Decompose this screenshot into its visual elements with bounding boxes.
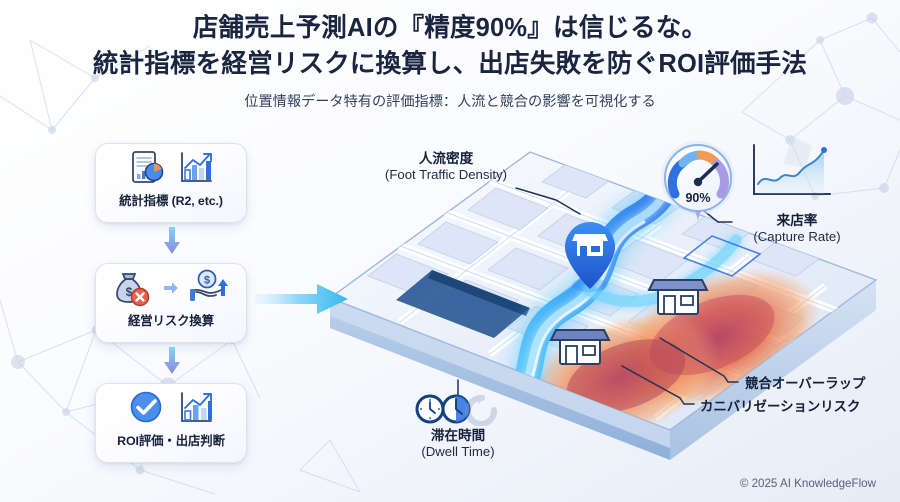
- label-jp: 人流密度: [418, 151, 474, 166]
- clock-refresh-icon: [465, 394, 498, 426]
- page-title-line-1: 店舗売上予測AIの『精度90%』は信じるな。: [192, 14, 708, 42]
- isometric-map-illustration: [328, 151, 878, 460]
- arrow-down-icon: [164, 347, 180, 374]
- store-icon: [647, 279, 709, 315]
- store-icon: [549, 329, 611, 365]
- clock-icon: [415, 394, 445, 424]
- flow-card-label: 経営リスク換算: [127, 314, 215, 328]
- copyright-footer: © 2025 AI KnowledgeFlow: [739, 477, 876, 490]
- arrow-right-icon: [255, 284, 348, 314]
- dwell-time-clock-icons: [415, 394, 498, 426]
- svg-text:$: $: [204, 274, 210, 286]
- bar-chart-growth-icon: [180, 391, 212, 422]
- flow-card-label: 統計指標 (R2, etc.): [119, 194, 223, 208]
- svg-text:$: $: [126, 285, 133, 299]
- label-en: (Dwell Time): [421, 444, 495, 460]
- clock-half-icon: [441, 394, 471, 424]
- title-block: 店舗売上予測AIの『精度90%』は信じるな。 統計指標を経営リスクに換算し、出店…: [0, 12, 900, 111]
- card-icons: $ $: [96, 264, 246, 311]
- flow-card-roi-evaluation[interactable]: ROI評価・出店判断: [95, 383, 247, 463]
- arrow-down-icon: [164, 227, 180, 254]
- speedometer-gauge-icon: 90%: [661, 141, 735, 223]
- arrow-right-small-icon: [164, 282, 178, 293]
- label-competitive-overlap: 競合オーバーラップ: [745, 375, 865, 392]
- card-icons: [96, 144, 246, 191]
- flow-card-business-risk[interactable]: $ $ 経営リスク換算: [95, 263, 247, 343]
- label-en: (Foot Traffic Density): [384, 167, 508, 183]
- label-dwell-time: 滞在時間 (Dwell Time): [398, 427, 518, 461]
- hand-coin-icon: $: [190, 269, 228, 301]
- flow-card-label: ROI評価・出店判断: [117, 434, 225, 448]
- label-en: (Capture Rate): [753, 229, 841, 245]
- store-pin-icon: [565, 222, 615, 292]
- check-circle-icon: [130, 391, 161, 422]
- label-capture-rate: 来店率 (Capture Rate): [737, 212, 857, 246]
- card-icons: [96, 384, 246, 431]
- label-foot-traffic-density: 人流密度 (Foot Traffic Density): [371, 150, 521, 184]
- area-trend-chart-icon: [753, 144, 831, 195]
- report-pie-chart-icon: [131, 150, 163, 183]
- label-jp: 来店率: [776, 213, 818, 228]
- label-jp: 滞在時間: [430, 428, 486, 443]
- bar-chart-growth-icon: [180, 151, 212, 182]
- page-subtitle: 位置情報データ特有の評価指標：人流と競合の影響を可視化する: [244, 94, 656, 111]
- label-cannibalization-risk: カニバリゼーションリスク: [700, 398, 860, 415]
- gauge-value-label: 90%: [685, 191, 710, 205]
- flow-card-statistical-metrics[interactable]: 統計指標 (R2, etc.): [95, 143, 247, 223]
- label-jp: カニバリゼーションリスク: [700, 399, 861, 414]
- page-title-line-2: 統計指標を経営リスクに換算し、出店失敗を防ぐROI評価手法: [92, 50, 808, 79]
- label-jp: 競合オーバーラップ: [745, 376, 866, 391]
- money-bag-risk-icon: $: [116, 272, 150, 306]
